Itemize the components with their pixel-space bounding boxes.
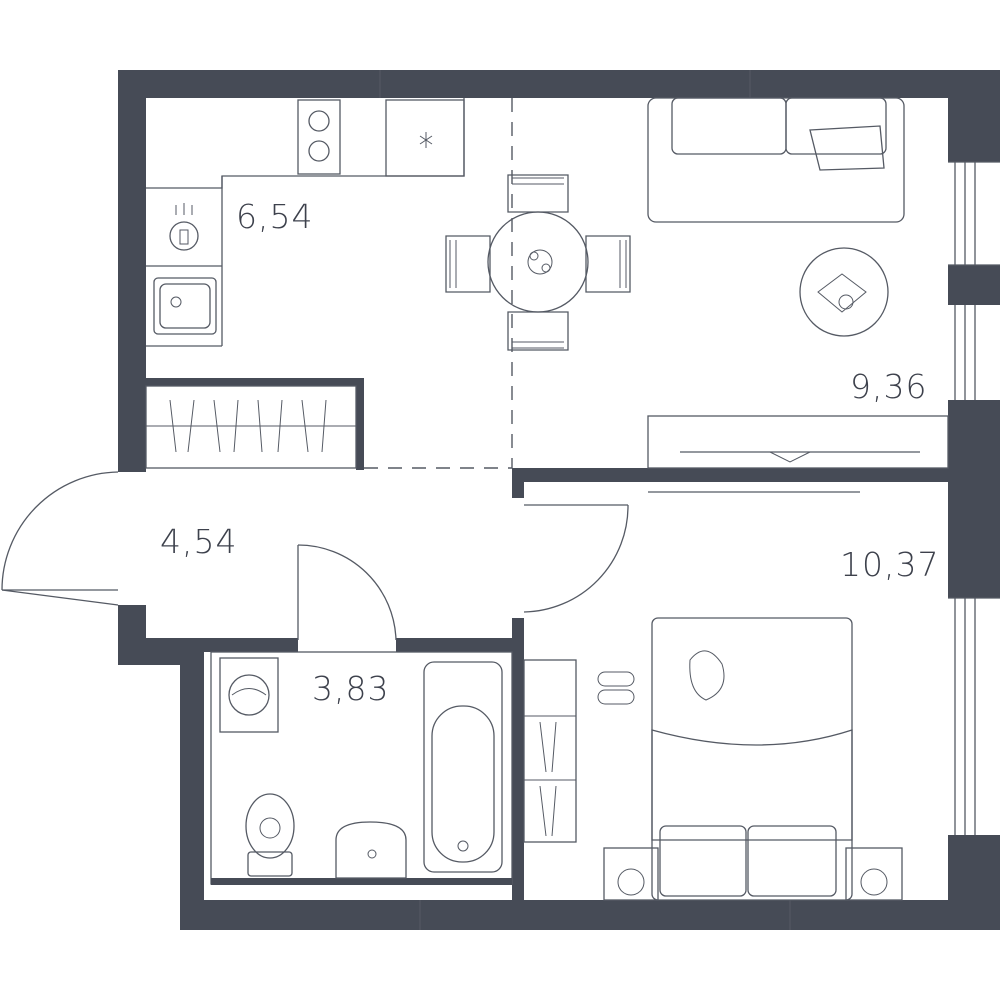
- hall-area-label: 4,54: [160, 522, 237, 561]
- windows: [379, 70, 1000, 930]
- bedroom-area-label: 10,37: [840, 545, 939, 584]
- bathtub-icon: [423, 661, 503, 873]
- sofa: [647, 97, 905, 223]
- sink-icon: [153, 277, 217, 335]
- bathroom-door[interactable]: [297, 544, 397, 641]
- nightstand-right: [845, 847, 903, 901]
- coffee-table: [799, 247, 889, 337]
- toilet-icon: [245, 793, 295, 877]
- bathroom-area-label: 3,83: [312, 669, 389, 708]
- dining-table: [445, 174, 631, 351]
- washing-machine-icon: [219, 657, 279, 733]
- living-area-label: 9,36: [850, 367, 927, 406]
- bedroom-door[interactable]: [523, 504, 629, 613]
- washbasin-icon: [335, 821, 407, 879]
- nightstand-left: [603, 847, 659, 901]
- walls: [118, 70, 1000, 930]
- wardrobe: [145, 385, 357, 469]
- kitchen-area-label: 6,54: [236, 197, 313, 236]
- slippers-icon: [597, 671, 635, 705]
- fridge-icon: [385, 99, 465, 177]
- stove-icon: [297, 99, 341, 175]
- entrance-door[interactable]: [1, 471, 119, 606]
- tv-stand: [647, 415, 949, 469]
- bedroom-wardrobe: [523, 659, 577, 843]
- bed: [651, 617, 853, 901]
- faucet-icon: [169, 203, 199, 251]
